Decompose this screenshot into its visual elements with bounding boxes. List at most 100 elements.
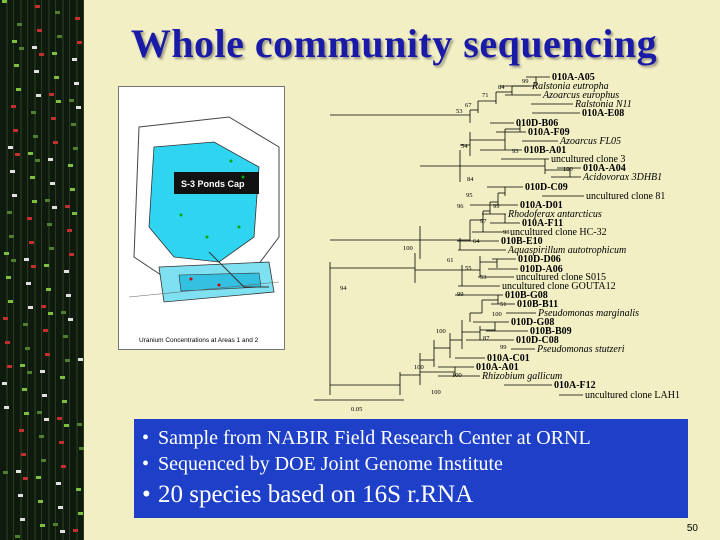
- tree-bootstrap-value: 96: [457, 203, 464, 210]
- strip-dot: [76, 488, 81, 491]
- bullet-text: Sample from NABIR Field Research Center …: [158, 427, 591, 449]
- strip-dot: [10, 170, 15, 173]
- strip-dot: [51, 117, 56, 120]
- strip-dot: [8, 146, 13, 149]
- bullet-item: • Sample from NABIR Field Research Cente…: [142, 425, 680, 451]
- strip-dot: [54, 76, 59, 79]
- tree-bootstrap-value: 87: [483, 335, 490, 342]
- tree-leaf-label: 010D-G08: [511, 317, 554, 328]
- strip-dot: [35, 159, 40, 162]
- tree-leaf-label: 010B-B09: [530, 326, 572, 337]
- strip-dot: [79, 447, 84, 450]
- tree-bootstrap-value: 100: [492, 311, 502, 318]
- strip-dot: [70, 188, 75, 191]
- strip-dot: [31, 265, 36, 268]
- decorative-left-strip: [0, 0, 84, 540]
- strip-dot: [11, 105, 16, 108]
- tree-leaf-label: 010D-A06: [520, 264, 563, 275]
- strip-dot: [53, 523, 58, 526]
- tree-leaf-label: 010A-A01: [476, 362, 519, 373]
- tree-leaf-label: uncultured clone LAH1: [585, 390, 680, 401]
- strip-dot: [23, 323, 28, 326]
- tree-leaf-label: 010D-C08: [516, 335, 559, 346]
- tree-bootstrap-value: 97: [480, 218, 487, 225]
- strip-dot: [13, 129, 18, 132]
- tree-bootstrap-value: 61: [447, 257, 454, 264]
- strip-dot: [68, 318, 73, 321]
- strip-dot: [29, 241, 34, 244]
- strip-dot: [5, 341, 10, 344]
- strip-dot: [56, 100, 61, 103]
- tree-bootstrap-value: 99: [493, 203, 500, 210]
- strip-dot: [20, 364, 25, 367]
- tree-leaf-label: uncultured clone GOUTA12: [502, 281, 616, 292]
- page-number: 50: [686, 523, 698, 534]
- tree-leaf-label: uncultured clone 3: [551, 154, 625, 165]
- tree-leaf-label: uncultured clone HC-32: [510, 227, 607, 238]
- tree-leaf-label: Aquaspirillum autotrophicum: [507, 245, 626, 256]
- strip-dot: [73, 147, 78, 150]
- strip-dot: [35, 5, 40, 8]
- strip-dot: [16, 88, 21, 91]
- tree-leaf-label: 010D-C09: [525, 182, 568, 193]
- strip-dot: [19, 429, 24, 432]
- strip-dot: [16, 470, 21, 473]
- tree-bootstrap-value: 71: [482, 92, 489, 99]
- strip-dot: [50, 182, 55, 185]
- strip-dot: [26, 282, 31, 285]
- strip-dot: [31, 111, 36, 114]
- strip-dot: [7, 365, 12, 368]
- strip-dot: [52, 206, 57, 209]
- strip-dot: [4, 406, 9, 409]
- strip-dot: [72, 58, 77, 61]
- strip-dot: [41, 305, 46, 308]
- strip-dot: [63, 335, 68, 338]
- tree-bootstrap-value: 84: [467, 176, 474, 183]
- bullet-item: • Sequenced by DOE Joint Genome Institut…: [142, 451, 680, 477]
- strip-dot: [32, 200, 37, 203]
- tree-bootstrap-value: 95: [466, 192, 473, 199]
- strip-dot: [20, 518, 25, 521]
- tree-bootstrap-value: 93: [503, 229, 510, 236]
- strip-dot: [49, 247, 54, 250]
- strip-dot: [59, 441, 64, 444]
- tree-leaf-label: 010A-A05: [552, 72, 595, 83]
- tree-bootstrap-value: 99: [522, 78, 529, 85]
- strip-dot: [55, 11, 60, 14]
- strip-dot: [19, 47, 24, 50]
- strip-dot: [47, 223, 52, 226]
- tree-leaf-label: Ralstonia N11: [574, 99, 632, 110]
- strip-dot: [58, 506, 63, 509]
- strip-dot: [28, 306, 33, 309]
- strip-dot: [48, 158, 53, 161]
- strip-dot: [48, 312, 53, 315]
- tree-leaf-label: Pseudomonas marginalis: [537, 308, 639, 319]
- tree-leaf-label: uncultured clone 81: [586, 191, 665, 202]
- tree-leaf-label: Pseudomonas stutzeri: [536, 344, 625, 355]
- tree-leaf-label: 010A-D01: [520, 200, 563, 211]
- tree-bootstrap-value: 99: [457, 291, 464, 298]
- strip-dot: [60, 530, 65, 533]
- bullet-item: • 20 species based on 16S r.RNA: [142, 477, 680, 513]
- strip-dot: [66, 294, 71, 297]
- strip-dot: [40, 524, 45, 527]
- bullet-dot-icon: •: [142, 427, 150, 449]
- tree-leaf-label: uncultured clone S015: [516, 272, 606, 283]
- strip-dot: [71, 123, 76, 126]
- strip-dot: [61, 465, 66, 468]
- map-caption: Uranium Concentrations at Areas 1 and 2: [139, 337, 259, 344]
- tree-leaf-label: 010D-B06: [516, 118, 558, 129]
- strip-dot: [77, 41, 82, 44]
- tree-bootstrap-value: 67: [465, 102, 472, 109]
- tree-leaf-label: 010A-A04: [583, 163, 626, 174]
- strip-dot: [27, 217, 32, 220]
- strip-dot: [57, 35, 62, 38]
- strip-dot: [61, 311, 66, 314]
- strip-dot: [27, 371, 32, 374]
- strip-dot: [65, 205, 70, 208]
- strip-dot: [18, 494, 23, 497]
- tree-leaf-label: 010A-C01: [487, 353, 530, 364]
- strip-dot: [44, 264, 49, 267]
- strip-dot: [64, 270, 69, 273]
